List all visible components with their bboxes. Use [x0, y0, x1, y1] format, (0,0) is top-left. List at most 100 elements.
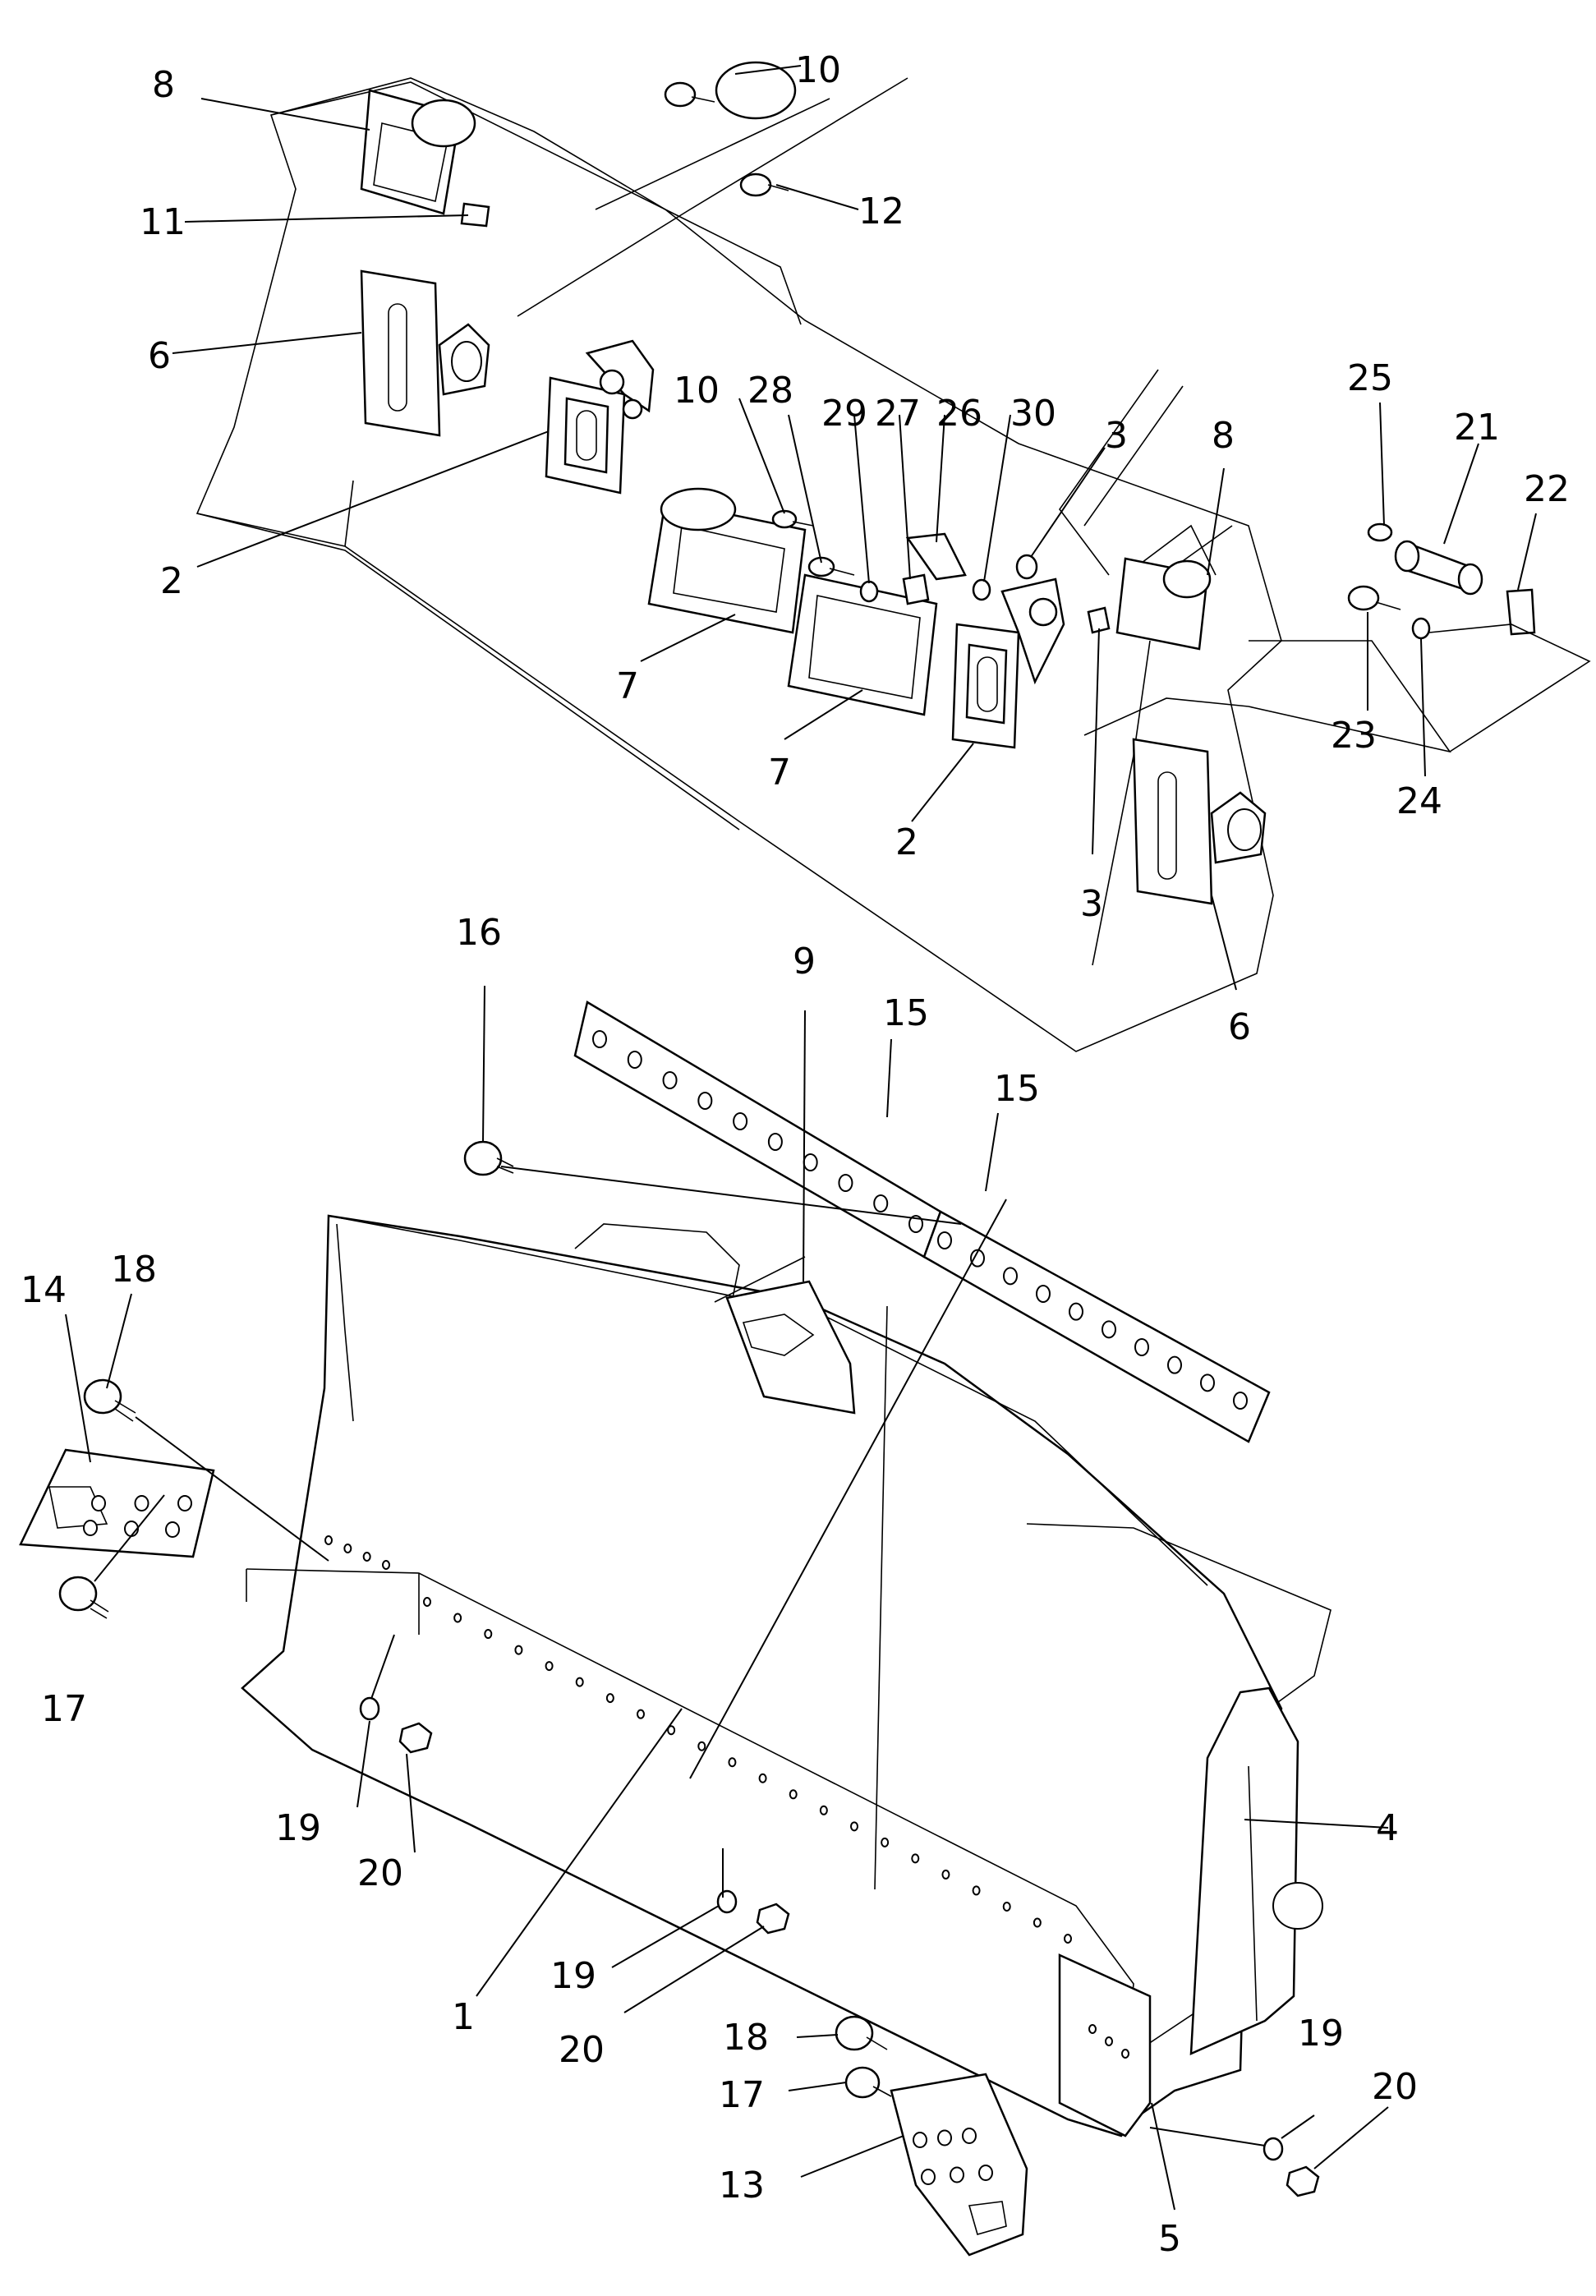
bolt-hole	[728, 1757, 737, 1768]
callout-25: 25	[1347, 357, 1393, 399]
part-24-washer	[1411, 617, 1431, 640]
part-5-end-bit	[1058, 1953, 1152, 2137]
lower-blade-assembly	[19, 1001, 1332, 2257]
bolt-hole	[382, 1560, 390, 1570]
callout-1: 1	[452, 1996, 475, 2038]
callout-18: 18	[723, 2017, 769, 2059]
callout-20: 20	[357, 1852, 403, 1894]
callout-19: 19	[1298, 2013, 1344, 2054]
bolt-hole	[324, 1535, 333, 1545]
bolt-hole	[803, 1153, 818, 1171]
callout-6: 6	[1228, 1006, 1251, 1048]
bolt-hole	[758, 1773, 767, 1783]
bolt-hole	[484, 1629, 493, 1640]
bolt-hole	[697, 1092, 713, 1110]
bolt-hole	[423, 1597, 431, 1607]
bolt-hole	[850, 1821, 858, 1832]
bolt-hole	[1033, 1917, 1042, 1928]
bolt-hole	[83, 1520, 98, 1536]
bolt-hole	[1036, 1285, 1051, 1303]
bolt-hole	[667, 1725, 676, 1736]
bolt-hole	[1167, 1355, 1182, 1374]
bolt-hole	[362, 1552, 371, 1562]
part-18-bolt-right	[835, 2015, 888, 2051]
callout-20: 20	[559, 2029, 605, 2071]
part-7-left-plate	[647, 499, 807, 634]
bolt-hole	[627, 1051, 642, 1069]
bolt-hole	[514, 1645, 523, 1655]
bolt-hole	[733, 1112, 748, 1130]
bolt-hole	[1121, 2049, 1129, 2059]
callout-17: 17	[719, 2074, 765, 2116]
callout-labels: 8 10 11 12 6 2 10 28 29 27 26 30 3 8 25 …	[21, 49, 1570, 2260]
callout-26: 26	[936, 393, 982, 435]
part-19-washer-mid	[716, 1889, 738, 1914]
part-4-end-plate	[1189, 1686, 1299, 2055]
callout-2: 2	[160, 560, 183, 602]
part-29-washer	[859, 580, 879, 603]
part-1-blade	[241, 1214, 1283, 2137]
bolt-hole	[545, 1661, 554, 1672]
bolt-hole	[1002, 1901, 1011, 1912]
part-10-bolt-upper	[664, 81, 697, 108]
callout-22: 22	[1524, 468, 1570, 510]
part-11-shim	[460, 202, 490, 228]
bolt-hole	[838, 1174, 853, 1192]
bolt-hole	[662, 1071, 678, 1089]
bolt-hole	[592, 1030, 607, 1048]
callout-28: 28	[747, 370, 793, 412]
callout-19: 19	[550, 1955, 596, 1997]
bolt-hole	[881, 1837, 890, 1847]
bolt-hole	[941, 1869, 950, 1880]
bolt-hole	[978, 2165, 993, 2181]
callout-16: 16	[456, 912, 502, 954]
callout-29: 29	[821, 393, 867, 435]
callout-10: 10	[674, 370, 720, 412]
part-16-bolt	[463, 1140, 514, 1176]
bolt-hole	[697, 1741, 706, 1751]
part-19-washer-left	[359, 1696, 380, 1721]
part-9-plate	[725, 1280, 856, 1415]
callout-8: 8	[1212, 415, 1235, 457]
bolt-hole	[970, 1249, 985, 1268]
bolt-hole	[1069, 1302, 1083, 1321]
bolt-hole	[343, 1544, 352, 1553]
bolt-hole	[1064, 1934, 1072, 1944]
bolt-hole	[950, 2166, 964, 2183]
part-26-pin	[905, 532, 967, 581]
part-20-nut-right	[1286, 2165, 1320, 2197]
bolt-hole	[1233, 1392, 1248, 1410]
bolt-hole	[1088, 2024, 1097, 2034]
callout-10: 10	[795, 49, 841, 91]
bolt-hole	[921, 2169, 936, 2185]
callout-3: 3	[1105, 415, 1128, 457]
bolt-hole	[1134, 1338, 1149, 1356]
bolt-hole	[1102, 1320, 1116, 1339]
callout-9: 9	[793, 941, 816, 982]
bolt-hole	[962, 2128, 977, 2144]
callout-20: 20	[1372, 2066, 1418, 2108]
bolt-hole	[637, 1709, 645, 1719]
part-28-bolt	[807, 556, 835, 577]
part-10-bolt	[771, 509, 798, 529]
frame-outline	[195, 77, 1282, 1052]
bolt-hole	[819, 1805, 828, 1815]
part-17-bolt-left	[58, 1576, 109, 1619]
bolt-hole-pattern	[83, 1030, 1248, 2185]
callout-2: 2	[895, 821, 918, 863]
callout-15: 15	[883, 992, 929, 1034]
bolt-hole	[165, 1521, 180, 1538]
callout-13: 13	[719, 2165, 765, 2206]
bolt-hole	[911, 1853, 920, 1864]
part-30-nipple	[972, 578, 991, 601]
part-2-left-block	[545, 339, 655, 495]
callout-6: 6	[148, 335, 171, 377]
callout-4: 4	[1376, 1807, 1399, 1849]
bolt-hole	[575, 1677, 584, 1687]
bolt-hole	[1003, 1267, 1018, 1286]
upper-frame-assembly	[195, 61, 1591, 1052]
part-25-fitting	[1367, 522, 1393, 542]
callout-11: 11	[140, 201, 186, 243]
bolt-hole	[91, 1495, 106, 1511]
bolt-hole	[873, 1194, 889, 1212]
